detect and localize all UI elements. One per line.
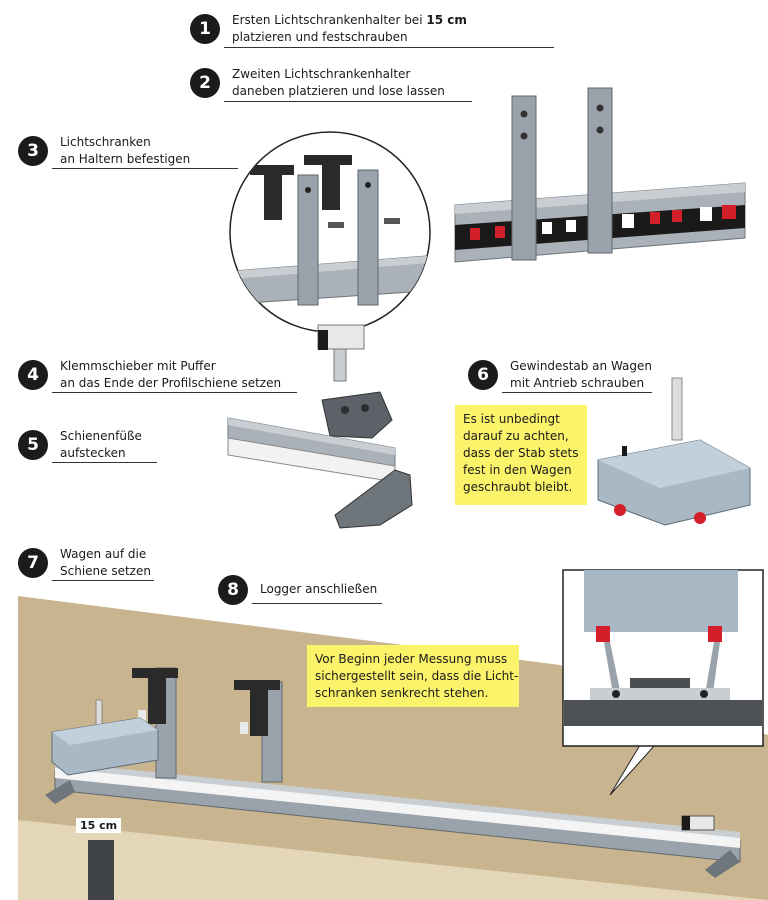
- step-1-badge: 1: [190, 14, 220, 44]
- note-rod-line-1: Es ist unbedingt: [463, 412, 560, 426]
- step-4: 4 Klemmschieber mit Puffer an das Ende d…: [18, 358, 281, 392]
- step-3-line-1: Lichtschranken: [60, 135, 151, 149]
- step-6-line-1: Gewindestab an Wagen: [510, 359, 653, 373]
- holder-1: [587, 87, 613, 254]
- step-3-leader: [52, 168, 238, 169]
- step-1-line-1: Ersten Lichtschrankenhalter bei: [232, 13, 427, 27]
- step-3-line-2: an Haltern befestigen: [60, 152, 191, 166]
- step-7-line-1: Wagen auf die: [60, 547, 147, 561]
- holder-2: [511, 95, 537, 261]
- note-measure-line-3: schranken senkrecht stehen.: [315, 686, 489, 700]
- step-1-leader: [224, 47, 554, 48]
- step-8-leader: [252, 603, 382, 604]
- step-5-line-1: Schienenfüße: [60, 429, 142, 443]
- step-3-text: Lichtschranken an Haltern befestigen: [60, 134, 190, 168]
- full-rail: [45, 762, 741, 878]
- step-5-text: Schienenfüße aufstecken: [60, 428, 142, 462]
- step-3: 3 Lichtschranken an Haltern befestigen: [18, 134, 190, 168]
- step-6-badge: 6: [468, 360, 498, 390]
- note-rod-line-3: dass der Stab stets: [463, 446, 579, 460]
- cart-step6: [597, 377, 751, 526]
- step-7-leader: [52, 580, 154, 581]
- step-2-leader: [224, 101, 472, 102]
- step-1: 1 Ersten Lichtschrankenhalter bei 15 cm …: [190, 12, 467, 46]
- rail-end: [227, 417, 413, 529]
- step-5-leader: [52, 462, 157, 463]
- note-rod: Es ist unbedingt darauf zu achten, dass …: [455, 405, 587, 505]
- note-rod-line-5: geschraubt bleibt.: [463, 480, 573, 494]
- step-5-line-2: aufstecken: [60, 446, 126, 460]
- step-6-line-2: mit Antrieb schrauben: [510, 376, 645, 390]
- step-1-text: Ersten Lichtschrankenhalter bei 15 cm pl…: [232, 12, 467, 46]
- step-8-text: Logger anschließen: [260, 581, 377, 598]
- rail-color-markers: [470, 205, 736, 240]
- step-6-leader: [502, 392, 652, 393]
- detail-circle-sensors: [229, 131, 431, 333]
- step-4-line-1: Klemmschieber mit Puffer: [60, 359, 216, 373]
- note-rod-line-2: darauf zu achten,: [463, 429, 569, 443]
- step-7-line-2: Schiene setzen: [60, 564, 151, 578]
- step-7-text: Wagen auf die Schiene setzen: [60, 546, 151, 580]
- step-8-line-1: Logger anschließen: [260, 582, 378, 596]
- dimension-label: 15 cm: [76, 818, 122, 833]
- clamp-slider: [317, 324, 393, 439]
- step-2-badge: 2: [190, 68, 220, 98]
- step-6: 6 Gewindestab an Wagen mit Antrieb schra…: [468, 358, 652, 392]
- step-4-text: Klemmschieber mit Puffer an das Ende der…: [60, 358, 281, 392]
- step-1-bold: 15 cm: [426, 13, 467, 27]
- holders-bottom: [132, 667, 283, 783]
- step-2-text: Zweiten Lichtschrankenhalter daneben pla…: [232, 66, 445, 100]
- step-7: 7 Wagen auf die Schiene setzen: [18, 546, 151, 580]
- step-4-leader: [52, 392, 297, 393]
- note-measure-line-1: Vor Beginn jeder Messung muss: [315, 652, 508, 666]
- step-5-badge: 5: [18, 430, 48, 460]
- step-8: 8 Logger anschließen: [218, 575, 377, 605]
- step-4-line-2: an das Ende der Profilschiene setzen: [60, 376, 282, 390]
- step-5: 5 Schienenfüße aufstecken: [18, 428, 142, 462]
- step-1-line-2: platzieren und festschrauben: [232, 30, 408, 44]
- step-2-line-2: daneben platzieren und lose lassen: [232, 84, 445, 98]
- step-7-badge: 7: [18, 548, 48, 578]
- step-8-badge: 8: [218, 575, 248, 605]
- step-6-text: Gewindestab an Wagen mit Antrieb schraub…: [510, 358, 652, 392]
- step-3-badge: 3: [18, 136, 48, 166]
- zoom-detail: [562, 569, 764, 796]
- note-measure: Vor Beginn jeder Messung muss sichergest…: [307, 645, 519, 707]
- step-2: 2 Zweiten Lichtschrankenhalter daneben p…: [190, 66, 445, 100]
- step-2-line-1: Zweiten Lichtschrankenhalter: [232, 67, 411, 81]
- cart-bottom: [51, 699, 159, 776]
- note-rod-line-4: fest in den Wagen: [463, 463, 572, 477]
- note-measure-line-2: sichergestellt sein, dass die Licht-: [315, 669, 519, 683]
- step-4-badge: 4: [18, 360, 48, 390]
